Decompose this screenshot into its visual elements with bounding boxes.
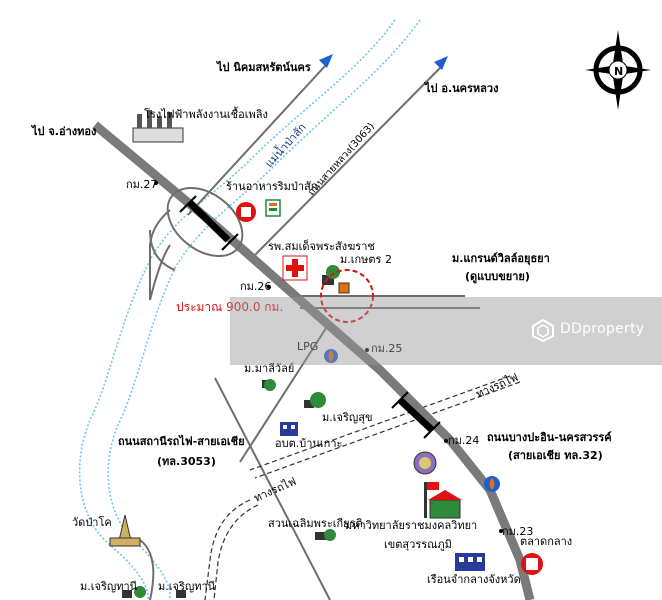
market-icon [521,553,543,575]
watermark-banner [230,297,662,365]
label-km23: กม.23 [502,525,533,538]
label-wat: วัดป่าโค [72,515,112,529]
village-kaset-icon [322,265,350,294]
label-railway-1: ทางรถไฟ [474,371,520,401]
temple-icon [109,514,141,547]
label-village-mali: ม.มาลีวัลย์ [244,362,294,375]
label-park: สวนเฉลิมพระเกียรติ [268,517,363,530]
km-dots [154,181,503,533]
label-distance: ประมาณ 900.0 กม. [176,300,283,314]
power-plant-icon [132,110,184,143]
interchange-north [166,187,244,257]
label-railway-2: ทางรถไฟ [252,475,298,505]
gas-station-2-icon [484,476,500,492]
village-bottom-icon [122,586,186,598]
railways [204,375,521,600]
label-to-nikhom: ไป นิคมสหรัตน์นคร [215,60,311,74]
gas-station-icon [324,349,338,363]
label-university-sub: เขตสุวรรณภูมิ [384,538,452,551]
project-marker [320,269,374,323]
label-lpg: LPG [297,340,318,353]
label-road-bangpa: ถนนบางปะอิน-นครสวรรค์ [487,431,612,444]
restaurant-icon [236,202,256,222]
label-village-charoen: ม.เจริญสุข [322,411,372,424]
label-power-plant: โรงไฟฟ้าพลังงานเชื้อเพลิง [144,106,268,121]
label-km26: กม.26 [240,280,271,293]
label-court: เรือนจำกลางจังหวัด [427,573,521,586]
compass-north-icon: N [585,30,651,110]
label-university: มหาวิทยาลัยราชมงคลวิทยา [345,519,477,532]
ddproperty-logo-icon [532,318,554,342]
university-building-icon [424,482,462,519]
label-village-charoen-3: ม.เจริญทานี [158,580,216,593]
label-school: อบต.บ้านเกาะ [275,437,342,450]
label-project-sub: (ดูแบบขยาย) [465,270,530,284]
label-restaurant: ร้านอาหารริมป่าสัก [226,180,317,193]
park-icon [315,529,336,541]
university-seal-icon [413,451,437,475]
school-icon [280,422,298,436]
arrow-nikhom-icon [319,54,333,68]
compass-label: N [614,65,623,78]
label-village-kaset: ม.เกษตร 2 [340,253,392,266]
court-icon [455,553,485,571]
village-charoen-icon [304,392,326,408]
label-km25: กม.25 [371,342,402,355]
arrow-nakhon-luang-icon [434,56,448,70]
label-to-nakhon-luang: ไป อ.นครหลวง [423,81,498,95]
label-road-sathani: ถนนสถานีรถไฟ-สายเอเชีย [118,434,245,448]
watermark-brand: DDproperty [560,321,645,337]
seven-eleven-icon [265,199,281,217]
overpass-south [391,391,441,439]
label-km27: กม.27 [126,178,157,191]
label-to-ang-thong: ไป จ.อ่างทอง [30,124,96,138]
label-road-bangpa-sub: (สายเอเชีย ทล.32) [508,449,603,462]
label-km24: กม.24 [448,434,479,447]
label-road-sathani-sub: (ทล.3053) [157,455,216,468]
label-project-name: ม.แกรนด์วิลล์อยุธยา [452,252,550,266]
minor-roads [139,65,480,600]
hospital-icon [282,255,308,281]
label-hospital: รพ.สมเด็จพระสังฆราช [268,239,375,253]
label-village-charoen-2: ม.เจริญทานี [80,580,138,593]
village-mali-icon [262,379,276,391]
label-market: ตลาดกลาง [520,535,572,548]
